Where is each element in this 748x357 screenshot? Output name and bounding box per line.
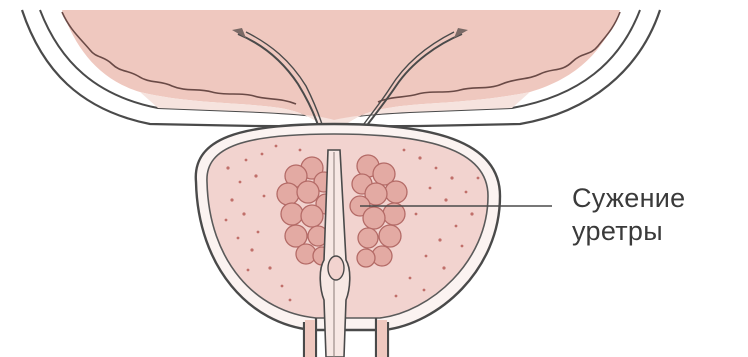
outlet-right-fill <box>377 320 387 357</box>
label-line-2: уретры <box>572 215 742 248</box>
bladder-cavity <box>62 10 620 134</box>
label-line-1: Сужение <box>572 182 742 215</box>
urethra-narrowing-label: Сужение уретры <box>572 182 742 248</box>
outlet-left-fill <box>305 320 315 357</box>
verumontanum <box>328 256 344 280</box>
